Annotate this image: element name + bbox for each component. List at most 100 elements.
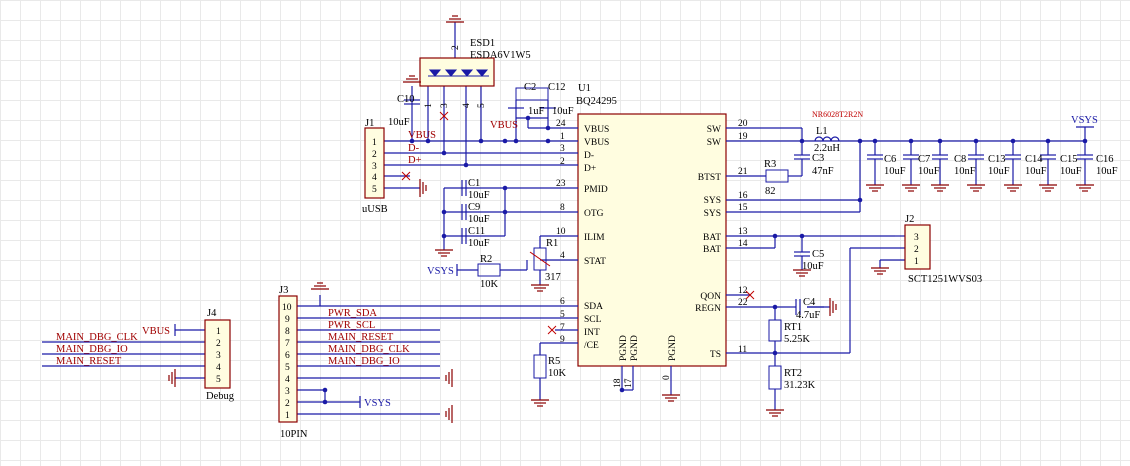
u1-pin-btst: BTST — [698, 173, 721, 183]
net-label-vbus-u1: VBUS — [490, 120, 518, 131]
svg-text:3: 3 — [914, 233, 919, 243]
j4-part: Debug — [206, 391, 235, 402]
net-label-j4-clk: MAIN_DBG_CLK — [56, 332, 138, 343]
svg-text:C16: C16 — [1096, 154, 1114, 165]
u1-designator: U1 — [578, 83, 591, 94]
c1-designator: C1 — [468, 178, 480, 189]
svg-text:5: 5 — [560, 310, 565, 320]
net-label-vsys-r2: VSYS — [427, 266, 454, 277]
c10-designator: C10 — [397, 94, 415, 105]
u1-pin-pgnd-b: PGND — [630, 335, 640, 361]
c9-designator: C9 — [468, 202, 480, 213]
r3-value: 82 — [765, 186, 776, 197]
j2-designator: J2 — [905, 214, 914, 225]
cap-c3: C3 47nF — [794, 153, 834, 177]
esd1-protection: ESD1 ESDA6V1W5 2 1 3 4 5 — [419, 38, 531, 121]
c2-designator: C2 — [524, 82, 536, 93]
r2-value: 10K — [480, 279, 499, 290]
svg-text:2: 2 — [372, 150, 377, 160]
svg-text:5: 5 — [216, 375, 221, 385]
svg-text:10uF: 10uF — [1096, 166, 1118, 177]
svg-text:18: 18 — [613, 378, 623, 388]
svg-text:19: 19 — [738, 132, 748, 142]
u1-pin-otg: OTG — [584, 209, 604, 219]
u1-pin-vbus-a: VBUS — [584, 125, 609, 135]
svg-text:17: 17 — [624, 378, 634, 388]
net-label-vsys-j3: VSYS — [364, 398, 391, 409]
net-label-vsys-top: VSYS — [1071, 115, 1098, 126]
l1-part: NR6028T2R2N — [812, 110, 863, 119]
svg-text:0: 0 — [662, 375, 672, 380]
u1-pin-dm: D- — [584, 151, 594, 161]
svg-text:4: 4 — [285, 375, 290, 385]
svg-text:22: 22 — [738, 298, 748, 308]
c1-value: 10uF — [468, 190, 490, 201]
net-label-dm: D- — [408, 143, 420, 154]
svg-text:10: 10 — [556, 227, 566, 237]
u1-pin-sda: SDA — [584, 302, 603, 312]
svg-text:4: 4 — [216, 363, 221, 373]
u1-pin-bat-b: BAT — [703, 245, 721, 255]
svg-text:4: 4 — [372, 173, 377, 183]
u1-pin-pmid: PMID — [584, 185, 608, 195]
u1-pin-numbers: 24 1 3 2 23 8 10 4 6 5 7 9 20 19 21 16 1… — [556, 119, 748, 388]
svg-text:8: 8 — [285, 327, 290, 337]
svg-text:1: 1 — [914, 257, 919, 267]
svg-text:4: 4 — [462, 103, 472, 108]
wires — [42, 22, 1086, 415]
net-label-pwr-scl: PWR_SCL — [328, 320, 375, 331]
l1-value: 2.2uH — [814, 143, 840, 154]
c5-value: 10uF — [802, 261, 824, 272]
u1-pin-ce: /CE — [584, 341, 599, 351]
esd1-part: ESDA6V1W5 — [470, 50, 531, 61]
u1-pin-pgnd-a: PGND — [619, 335, 629, 361]
svg-text:10uF: 10uF — [988, 166, 1010, 177]
svg-text:2: 2 — [216, 339, 221, 349]
j2-part: SCT1251WVS03 — [908, 274, 982, 285]
svg-text:10nF: 10nF — [954, 166, 976, 177]
svg-text:1: 1 — [372, 138, 377, 148]
svg-text:21: 21 — [738, 167, 748, 177]
cap-c5: C5 10uF — [792, 248, 824, 277]
inductor-l1: NR6028T2R2N L1 2.2uH — [812, 110, 863, 154]
svg-text:C15: C15 — [1060, 154, 1078, 165]
svg-text:10uF: 10uF — [884, 166, 906, 177]
r1-designator: R1 — [546, 238, 558, 249]
c10-value: 10uF — [388, 117, 410, 128]
svg-text:1: 1 — [424, 103, 434, 108]
r3-designator: R3 — [764, 159, 776, 170]
cap-c4: C4 4.7uF — [795, 297, 837, 321]
connector-j1: J1 uUSB 1 2 3 4 5 — [362, 118, 427, 215]
u1-pin-vbus-b: VBUS — [584, 138, 609, 148]
ground-esd1 — [445, 15, 465, 23]
svg-text:4: 4 — [560, 251, 565, 261]
net-label-dp: D+ — [408, 155, 422, 166]
c11-designator: C11 — [468, 226, 485, 237]
net-label-main-reset: MAIN_RESET — [328, 332, 394, 343]
svg-text:3: 3 — [440, 103, 450, 108]
svg-text:9: 9 — [285, 315, 290, 325]
net-label-vbus-j4: VBUS — [142, 326, 170, 337]
svg-text:C8: C8 — [954, 154, 966, 165]
svg-text:1: 1 — [285, 411, 290, 421]
net-label-j4-reset: MAIN_RESET — [56, 356, 122, 367]
j1-designator: J1 — [365, 118, 374, 129]
r1-value: 317 — [545, 272, 561, 283]
svg-text:15: 15 — [738, 203, 748, 213]
caps-c2-c12: C2 C12 1uF 10uF — [508, 82, 574, 117]
svg-text:9: 9 — [560, 335, 565, 345]
r5-value: 10K — [548, 368, 567, 379]
connector-j3: J3 10PIN 10 9 8 7 6 5 4 3 2 1 — [278, 282, 453, 440]
res-r1: R1 317 — [529, 238, 561, 292]
c5-designator: C5 — [812, 249, 824, 260]
junctions — [322, 115, 1088, 405]
u1-pin-sw-b: SW — [707, 138, 721, 148]
u1-pin-ts: TS — [710, 350, 721, 360]
c4-designator: C4 — [803, 297, 816, 308]
svg-text:3: 3 — [560, 144, 565, 154]
svg-text:6: 6 — [560, 297, 565, 307]
esd1-designator: ESD1 — [470, 38, 495, 49]
net-label-vbus-usb: VBUS — [408, 130, 436, 141]
rt1-value: 5.25K — [784, 334, 810, 345]
net-label-pwr-sda: PWR_SDA — [328, 308, 377, 319]
